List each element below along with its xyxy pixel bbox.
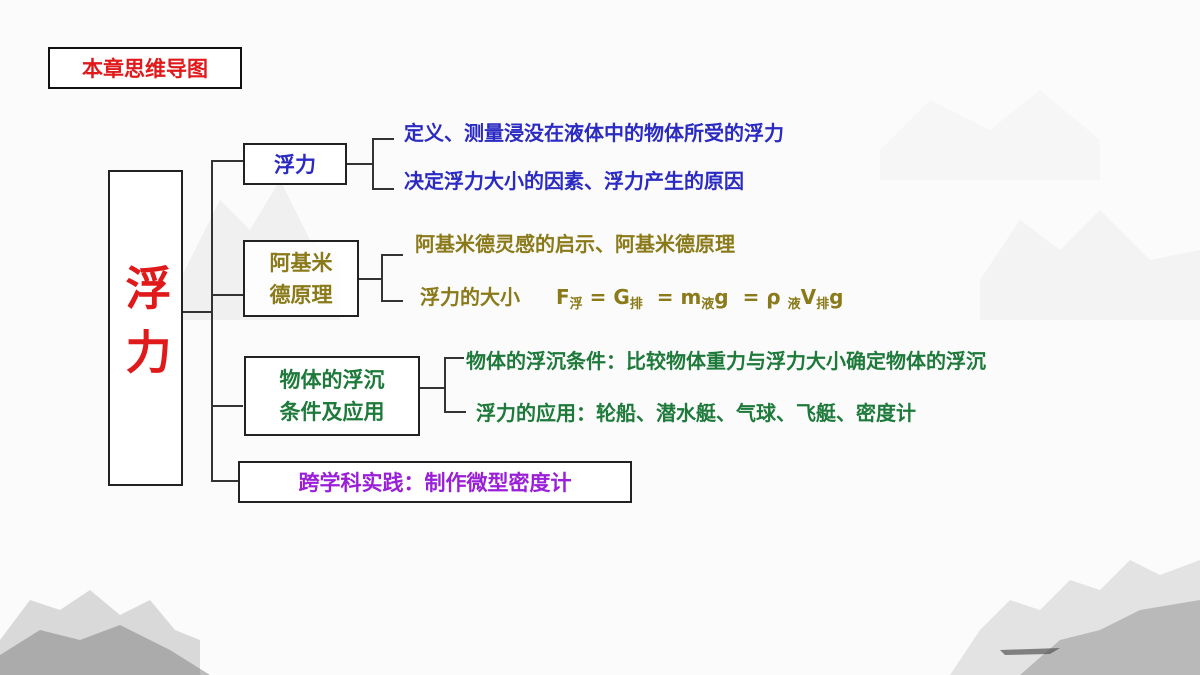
branch-box-archimedes: 阿基米 德原理 [243,240,359,317]
branch1-bracket-stem [347,163,372,165]
branch2-label-line2: 德原理 [269,282,333,307]
main-trunk [211,160,213,480]
branch2-bracket-vertical [381,254,383,302]
branch3-bracket-stem [420,387,444,389]
branch2-label-line1: 阿基米 [269,250,333,275]
branch2-bracket-stem [359,278,381,280]
branch1-label: 浮力 [274,153,316,177]
branch2-bracket-bottom [381,300,403,302]
branch3-bracket-vertical [444,357,446,413]
formula-F: F [555,285,570,309]
buoyancy-formula: 浮力的大小 F浮 = G排 = m液g = ρ 液V排g [420,281,843,312]
branch-box-interdisciplinary: 跨学科实践：制作微型密度计 [238,461,632,503]
branch2-connector [211,294,243,296]
formula-g1: g [714,285,729,309]
formula-F-sub: 浮 [569,297,583,312]
formula-m: m [680,285,702,309]
branch1-item-2: 决定浮力大小的因素、浮力产生的原因 [404,169,744,193]
branch1-bracket-bottom [372,188,394,190]
formula-V-sub: 排 [816,297,830,312]
branch1-connector [211,160,243,162]
branch3-item-2: 浮力的应用：轮船、潜水艇、气球、飞艇、密度计 [476,401,916,425]
formula-G: G [613,285,630,309]
branch4-connector [211,480,238,482]
branch2-item-1: 阿基米德灵感的启示、阿基米德原理 [415,232,735,256]
page-title-text: 本章思维导图 [82,57,208,81]
branch1-bracket-vertical [372,138,374,190]
formula-V: V [800,285,817,309]
page-title: 本章思维导图 [48,47,242,89]
formula-g2: g [829,285,844,309]
branch3-bracket-top [444,357,464,359]
branch2-bracket-top [381,254,403,256]
root-node: 浮力 [108,170,183,486]
formula-eq2: = [656,285,674,309]
branch3-bracket-bottom [444,411,466,413]
branch1-item-1: 定义、测量浸没在液体中的物体所受的浮力 [404,121,784,145]
branch3-item-1: 物体的浮沉条件：比较物体重力与浮力大小确定物体的浮沉 [466,349,986,373]
formula-m-sub: 液 [701,297,715,312]
branch1-bracket-top [372,138,394,140]
branch-box-buoyancy: 浮力 [243,143,347,185]
branch-box-sink-float: 物体的浮沉 条件及应用 [244,356,420,436]
formula-eq1: = [589,285,607,309]
formula-rho-sub: 液 [787,297,801,312]
branch3-label-line1: 物体的浮沉 [279,368,385,392]
root-connector [183,311,211,313]
formula-prefix: 浮力的大小 [420,285,520,309]
branch4-label: 跨学科实践：制作微型密度计 [298,471,572,495]
root-label: 浮力 [118,264,173,392]
formula-G-sub: 排 [629,297,643,312]
formula-eq3: = [742,285,760,309]
formula-rho: ρ [766,285,781,309]
branch3-connector [211,405,243,407]
branch3-label-line2: 条件及应用 [279,400,385,424]
